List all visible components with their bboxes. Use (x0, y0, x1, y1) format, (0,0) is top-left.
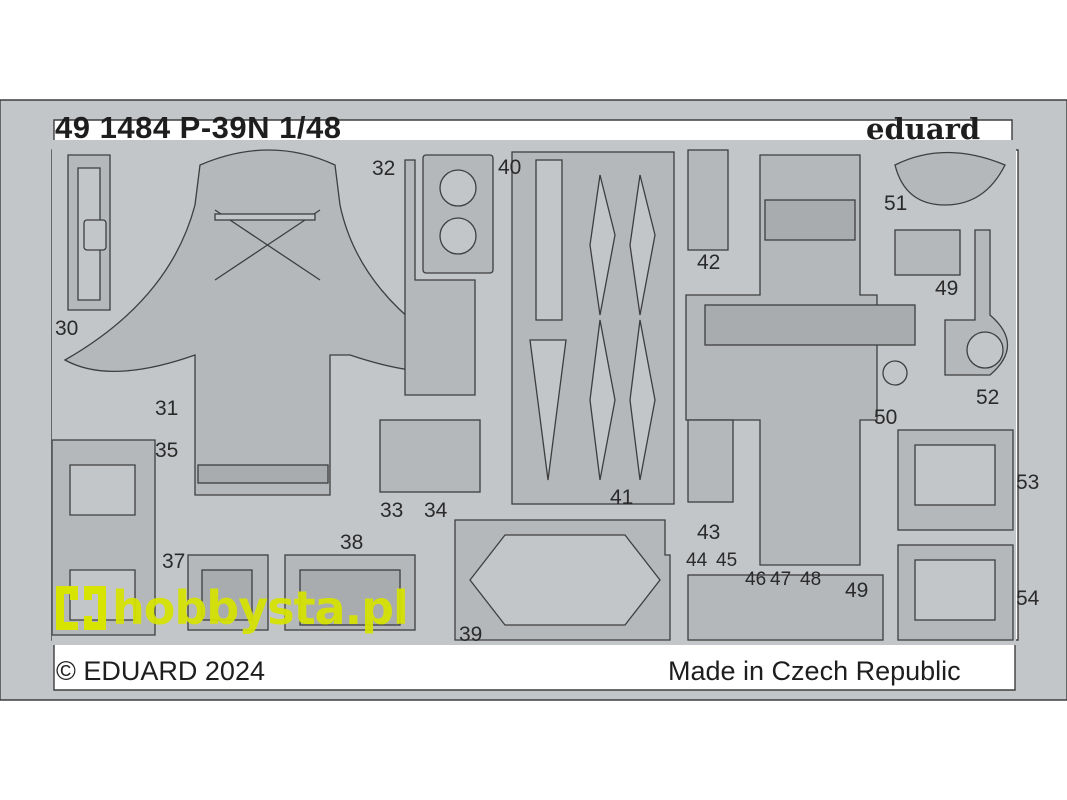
part-label-38: 38 (340, 531, 364, 554)
product-title: 49 1484 P-39N 1/48 (55, 110, 342, 145)
part-label-32: 32 (372, 157, 396, 180)
part-label-44: 44 (686, 550, 708, 571)
copyright-text: © EDUARD 2024 (56, 656, 265, 686)
watermark-logo-icon (56, 586, 106, 630)
part-label-50: 50 (874, 406, 898, 429)
part-50-panel (685, 154, 878, 566)
part-49-top (894, 229, 961, 276)
part-label-54: 54 (1016, 587, 1040, 610)
part-label-42: 42 (697, 251, 721, 274)
part-label-49-bottom: 49 (845, 579, 869, 602)
watermark-text: hobbysta.pl (112, 581, 409, 635)
part-label-45: 45 (716, 550, 738, 571)
part-label-33: 33 (380, 499, 404, 522)
part-label-37: 37 (162, 550, 186, 573)
part-label-31: 31 (155, 397, 179, 420)
part-label-41: 41 (610, 486, 634, 509)
part-label-47: 47 (770, 569, 792, 590)
part-44-49 (687, 574, 884, 641)
part-label-40: 40 (498, 156, 522, 179)
part-label-53: 53 (1016, 471, 1040, 494)
part-31-seat (63, 149, 472, 496)
part-label-49-top: 49 (935, 277, 959, 300)
brand-logo-text: eduard (866, 112, 981, 146)
part-label-52: 52 (976, 386, 1000, 409)
origin-text: Made in Czech Republic (668, 656, 961, 686)
part-42 (687, 149, 729, 251)
watermark: hobbysta.pl (52, 580, 409, 636)
part-label-43: 43 (697, 521, 721, 544)
part-label-34: 34 (424, 499, 448, 522)
part-label-46: 46 (745, 569, 767, 590)
part-33-34 (379, 419, 481, 493)
part-32 (404, 159, 476, 396)
part-label-30: 30 (55, 317, 79, 340)
part-43 (687, 419, 734, 503)
part-label-51: 51 (884, 192, 908, 215)
part-label-35: 35 (155, 439, 179, 462)
part-label-39: 39 (459, 623, 483, 646)
part-label-48: 48 (800, 569, 822, 590)
part-51 (894, 151, 1006, 206)
